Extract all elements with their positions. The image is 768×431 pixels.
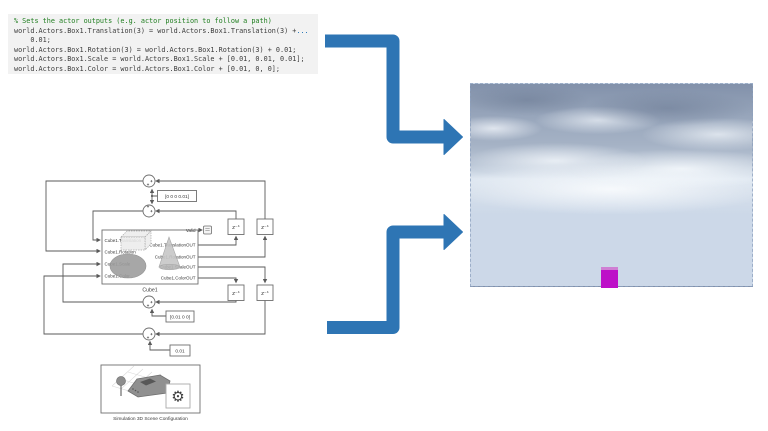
delay-label: z⁻¹ <box>261 290 269 297</box>
actor-box-magenta <box>601 267 618 288</box>
diagram-wires <box>43 178 268 351</box>
scene-config-caption: Simulation 3D Scene Configuration <box>113 416 188 422</box>
simulation-3d-viewport[interactable] <box>470 83 753 288</box>
port-label-output: Cube1.ColorOUT <box>161 276 196 281</box>
port-label-output: Cube1.TranslationOUT <box>149 243 195 248</box>
cube1-block-art <box>109 230 181 279</box>
flow-arrow-model-to-scene <box>327 214 463 334</box>
delay-label: z⁻¹ <box>261 224 269 231</box>
code-line: world.Actors.Box1.Translation(3) = world… <box>14 26 309 35</box>
code-line: world.Actors.Box1.Rotation(3) = world.Ac… <box>14 45 297 54</box>
gear-icon: ⚙ <box>171 389 184 406</box>
delay-label: z⁻¹ <box>232 290 240 297</box>
tree-icon <box>116 376 126 386</box>
constant-value: 0.01 <box>175 348 185 354</box>
port-label-output: Valid <box>186 228 196 233</box>
sphere-shape <box>109 253 147 279</box>
vehicle-icon <box>127 374 171 398</box>
constant-block-color[interactable]: 0.01 <box>169 344 191 357</box>
code-line: world.Actors.Box1.Scale = world.Actors.B… <box>14 55 305 63</box>
constant-value: [0 0 0 0.01] <box>165 194 189 200</box>
matlab-code-panel: % Sets the actor outputs (e.g. actor pos… <box>8 14 318 74</box>
flow-arrow-code-to-scene <box>325 34 463 155</box>
scene-config-block[interactable]: ⚙ Simulation 3D Scene Configuration <box>100 364 201 422</box>
code-line: world.Actors.Box1.Color = world.Actors.B… <box>14 64 280 73</box>
constant-value: [0.01 0 0] <box>170 314 190 320</box>
block-caption: Cube1 <box>142 288 157 294</box>
delay-label: z⁻¹ <box>232 224 240 231</box>
constant-block-translation[interactable]: [0 0 0 0.01] <box>157 190 197 202</box>
code-line: 0.01; <box>14 36 51 44</box>
sum-blocks[interactable] <box>142 174 156 341</box>
scene-config-art: ⚙ <box>111 365 191 409</box>
valid-terminator-block[interactable] <box>203 225 212 235</box>
code-line: % Sets the actor outputs (e.g. actor pos… <box>14 17 272 25</box>
sum-plus-marks <box>146 180 153 339</box>
delay-blocks[interactable]: z⁻¹ z⁻¹ z⁻¹ z⁻¹ <box>227 218 274 301</box>
port-label-input: Cube1.Rotation <box>105 250 137 255</box>
cube1-actor-block[interactable]: Cube1.Translation Cube1.Rotation Cube1.S… <box>101 228 199 294</box>
constant-block-scale[interactable]: [0.01 0 0] <box>165 310 195 323</box>
